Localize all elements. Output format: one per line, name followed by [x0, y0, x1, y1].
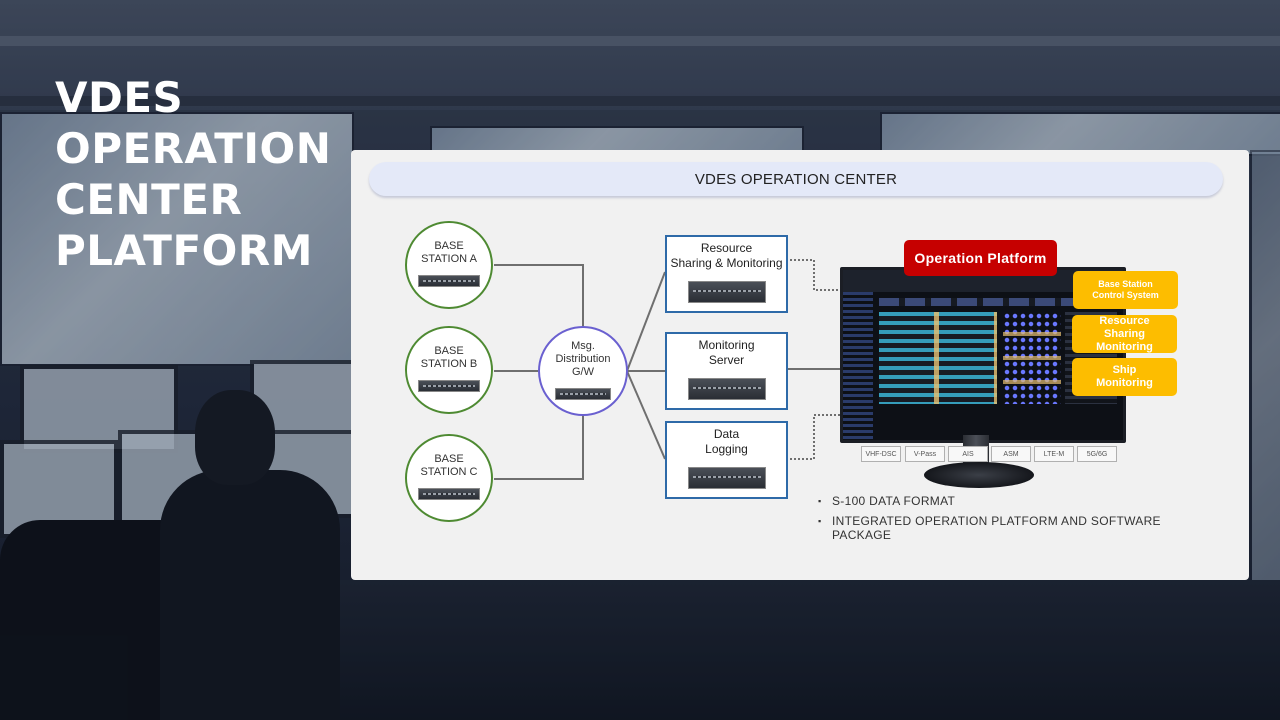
base-station-b: BASE STATION B	[405, 326, 493, 414]
server-label: Data Logging	[705, 427, 748, 456]
link-station-c	[494, 412, 584, 480]
resource-sharing-server: Resource Sharing & Monitoring	[665, 235, 788, 313]
server-label: Monitoring Server	[698, 338, 755, 367]
operation-platform-badge: Operation Platform	[904, 240, 1057, 276]
ceiling-beam	[0, 96, 1280, 106]
base-station-c: BASE STATION C	[405, 434, 493, 522]
dashboard-sidebar	[843, 292, 873, 440]
dotted-link-resource	[786, 259, 840, 291]
ceiling	[0, 0, 1280, 110]
rack-server-icon	[687, 467, 766, 489]
interface-ais: AIS	[948, 446, 988, 462]
page-title: VDES OPERATION CENTER PLATFORM	[55, 72, 331, 276]
interface-5g-6g: 5G/6G	[1077, 446, 1117, 462]
dotted-link-logging	[786, 414, 840, 460]
rack-server-icon	[418, 380, 480, 392]
station-label: BASE STATION A	[421, 240, 477, 265]
panel-header: VDES OPERATION CENTER	[369, 162, 1223, 196]
interface-v-pass: V-Pass	[905, 446, 945, 462]
feature-item: S-100 DATA FORMAT	[818, 494, 1198, 508]
rack-server-icon	[555, 388, 611, 400]
ceiling-beam	[0, 36, 1280, 46]
title-line: VDES	[55, 73, 184, 122]
link-server-resource	[626, 271, 666, 372]
connection-lines	[494, 259, 840, 480]
monitoring-server: Monitoring Server	[665, 332, 788, 410]
message-distribution-gateway: Msg. Distribution G/W	[538, 326, 628, 416]
data-logging-server: Data Logging	[665, 421, 788, 499]
architecture-diagram-panel: VDES OPERATION CENTER BASE STATION A BAS…	[351, 150, 1249, 580]
rack-server-icon	[418, 488, 480, 500]
feature-item: INTEGRATED OPERATION PLATFORM AND SOFTWA…	[818, 514, 1198, 542]
operator-silhouette	[160, 470, 340, 720]
title-line: OPERATION	[55, 124, 332, 173]
title-line: CENTER	[55, 175, 243, 224]
gateway-label: Msg. Distribution G/W	[555, 340, 611, 378]
operator-head	[195, 390, 275, 485]
title-line: PLATFORM	[55, 226, 313, 275]
interface-vhf-dsc: VHF-DSC	[861, 446, 901, 462]
rack-server-icon	[687, 281, 766, 303]
feature-list: S-100 DATA FORMAT INTEGRATED OPERATION P…	[818, 494, 1198, 548]
link-server-logging	[626, 370, 666, 460]
interface-asm: ASM	[991, 446, 1031, 462]
base-station-a: BASE STATION A	[405, 221, 493, 309]
interface-lte-m: LTE-M	[1034, 446, 1074, 462]
link-station-a	[494, 264, 584, 326]
rack-server-icon	[418, 275, 480, 287]
monitor-base	[924, 462, 1034, 488]
station-label: BASE STATION B	[420, 345, 478, 370]
server-label: Resource Sharing & Monitoring	[670, 241, 783, 270]
rack-server-icon	[687, 378, 766, 400]
station-label: BASE STATION C	[420, 453, 478, 478]
